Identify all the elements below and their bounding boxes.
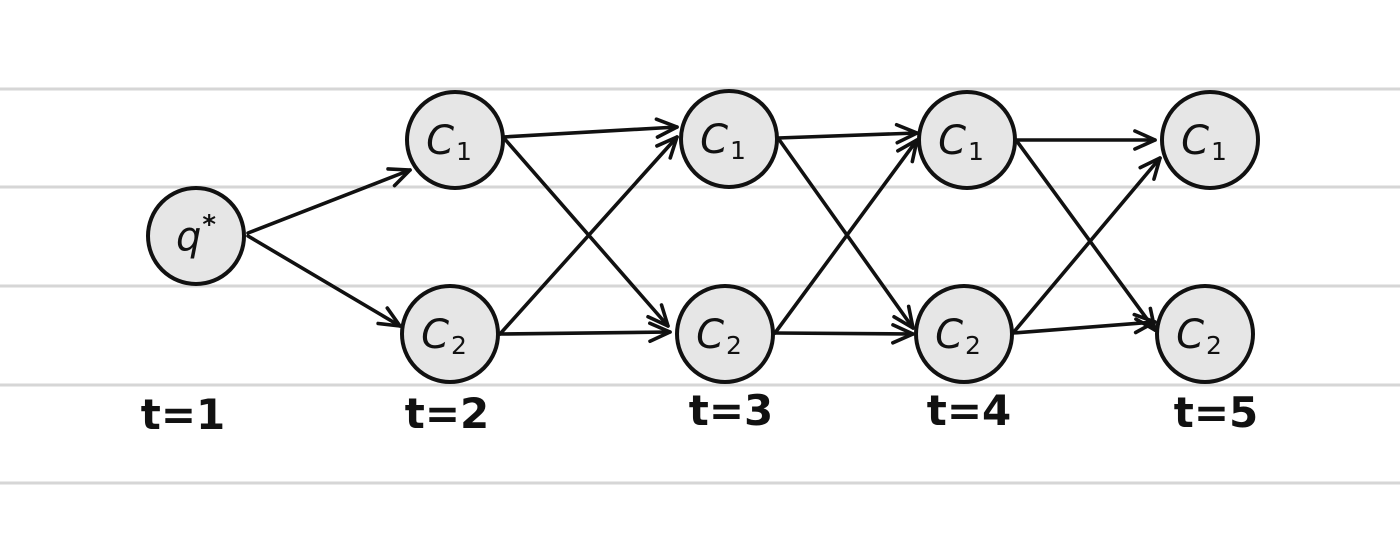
state-node-sub: 2 <box>965 331 981 360</box>
edge-c2-to-c2 <box>773 331 915 336</box>
arrowhead <box>648 321 672 344</box>
state-node-sub: 2 <box>451 331 467 360</box>
state-node-base: C <box>696 312 724 358</box>
start-node: q* <box>146 186 246 286</box>
state-node-sub: 1 <box>1211 137 1227 166</box>
state-node-label: C2 <box>421 312 467 360</box>
state-node-circle <box>914 284 1014 384</box>
state-node-sub: 1 <box>968 137 984 166</box>
arrowhead <box>646 303 670 328</box>
edge-c1-to-c2 <box>501 135 670 328</box>
time-label-3: t=3 <box>689 386 774 435</box>
state-node-base: C <box>421 312 449 358</box>
state-node-c1-t3: C1 <box>679 89 779 189</box>
state-node-label: C2 <box>935 312 981 360</box>
state-node-c1-t2: C1 <box>405 90 505 190</box>
state-node-base: C <box>935 312 963 358</box>
state-node-sub: 2 <box>726 331 742 360</box>
state-node-base: C <box>1176 312 1204 358</box>
state-node-sub: 1 <box>730 136 746 165</box>
edge-start-to-c1 <box>246 168 412 235</box>
edge-c1-to-c2 <box>776 136 915 330</box>
state-node-sub: 1 <box>456 137 472 166</box>
time-label-5: t=5 <box>1174 388 1259 437</box>
state-node-circle <box>400 284 500 384</box>
arrowhead <box>894 122 919 145</box>
time-label-4: t=4 <box>927 386 1012 435</box>
edge-c1-to-c2 <box>1014 138 1157 332</box>
edge-c2-to-c2 <box>498 330 672 336</box>
time-labels: t=1 t=2 t=3 t=4 t=5 <box>141 386 1259 439</box>
start-node-sup: * <box>202 210 216 240</box>
state-node-base: C <box>1181 118 1209 164</box>
arrowhead <box>655 135 679 160</box>
state-node-sub: 2 <box>1206 331 1222 360</box>
state-node-base: C <box>938 118 966 164</box>
state-node-base: C <box>700 117 728 163</box>
state-node-c2-t5: C2 <box>1155 284 1255 384</box>
state-node-circle <box>679 89 779 189</box>
state-node-circle <box>405 90 505 190</box>
start-node-base: q <box>176 214 201 260</box>
state-node-c2-t4: C2 <box>914 284 1014 384</box>
time-label-1: t=1 <box>141 390 226 439</box>
state-node-label: C1 <box>426 118 472 166</box>
arrowhead <box>1138 156 1162 181</box>
edge-start-to-c2 <box>246 234 402 328</box>
edge-c2-to-c1 <box>498 135 679 336</box>
state-node-circle <box>917 90 1017 190</box>
arrowhead <box>386 167 412 188</box>
arrowhead <box>892 304 915 330</box>
arrowhead <box>654 117 679 139</box>
state-node-label: C1 <box>1181 118 1227 166</box>
transition-edges <box>246 117 1162 345</box>
state-node-label: C2 <box>696 312 742 360</box>
state-node-c1-t4: C1 <box>917 90 1017 190</box>
state-node-base: C <box>426 118 454 164</box>
edge-c1-to-c1 <box>776 131 919 140</box>
edge-c2-to-c1 <box>1011 156 1162 335</box>
ruled-lines <box>0 87 1400 485</box>
start-node-label: q* <box>176 210 216 260</box>
state-node-circle <box>675 284 775 384</box>
state-node-circle <box>1160 90 1260 190</box>
state-node-label: C2 <box>1176 312 1222 360</box>
time-label-2: t=2 <box>405 389 490 438</box>
state-node-c2-t2: C2 <box>400 284 500 384</box>
start-node-circle <box>146 186 246 286</box>
edge-c1-to-c1 <box>501 125 679 139</box>
state-node-circle <box>1155 284 1255 384</box>
arrowhead <box>1132 312 1157 335</box>
arrowhead <box>376 306 402 328</box>
edge-c2-to-c2 <box>1011 320 1157 335</box>
state-node-label: C1 <box>700 117 746 165</box>
state-node-label: C1 <box>938 118 984 166</box>
state-node-c2-t3: C2 <box>675 284 775 384</box>
state-node-c1-t5: C1 <box>1160 90 1260 190</box>
arrowhead <box>891 323 915 345</box>
edge-c2-to-c1 <box>773 138 919 335</box>
arrowhead <box>1133 129 1157 151</box>
